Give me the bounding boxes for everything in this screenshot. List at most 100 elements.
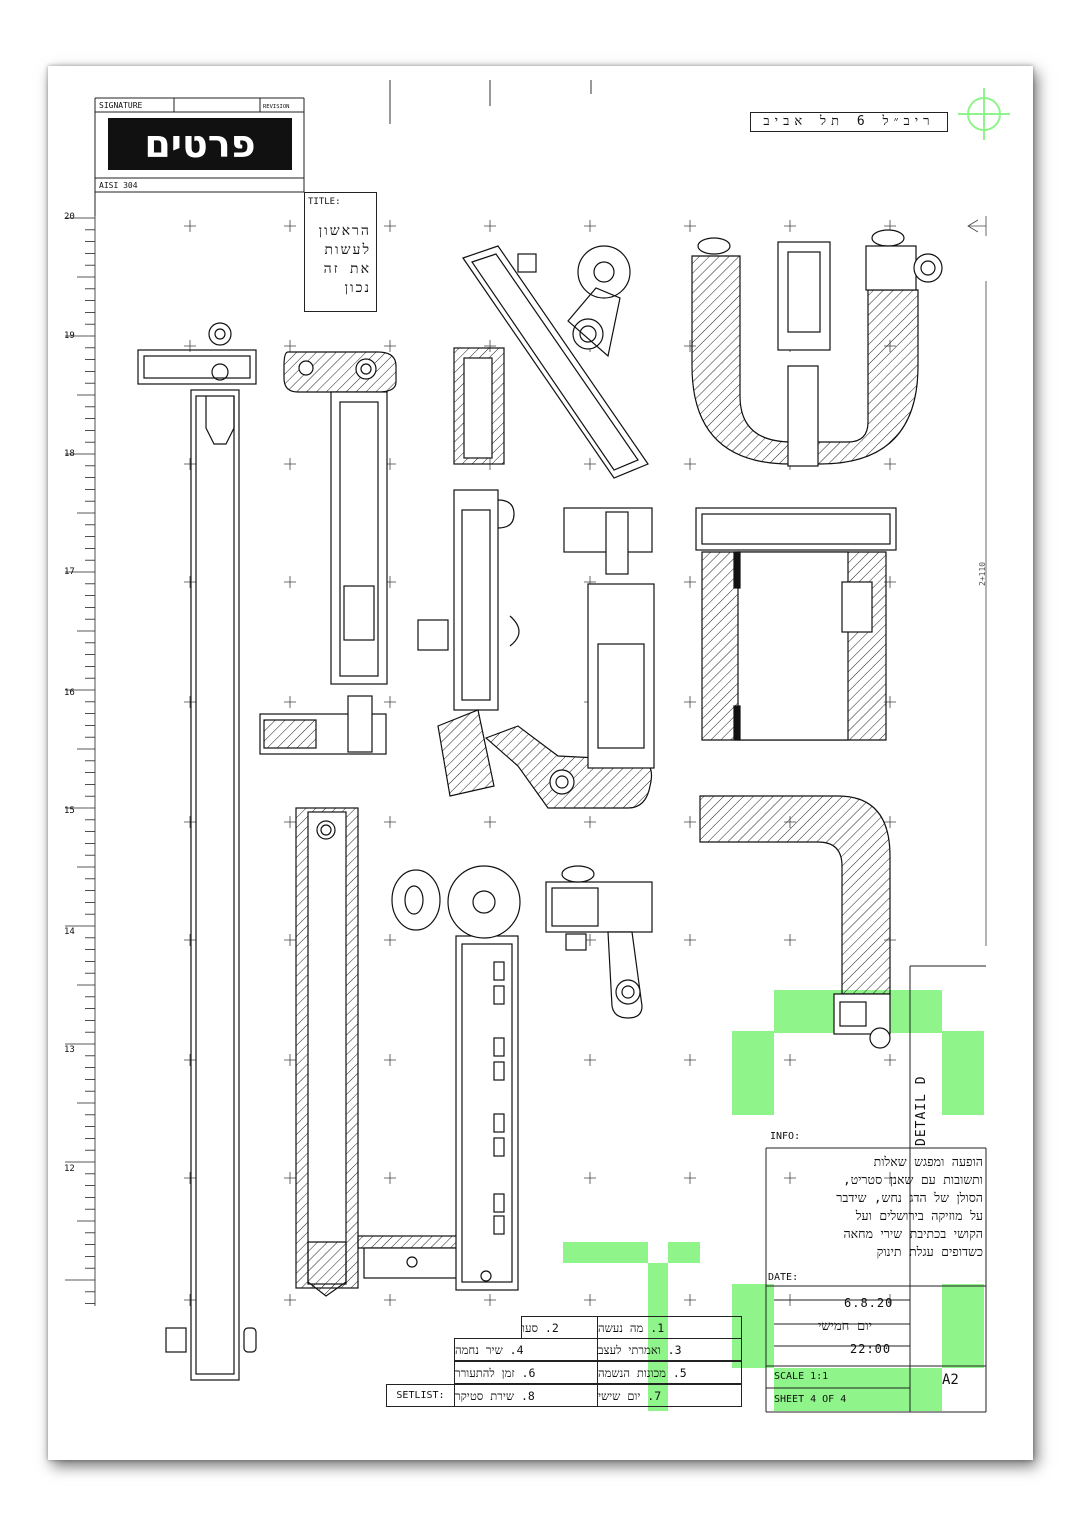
info-line-3: הסולן של הדג נחש, שידבר: [836, 1190, 983, 1205]
grid-cross: [384, 934, 396, 946]
grid-cross: [284, 220, 296, 232]
date-value: 6.8.20: [844, 1296, 894, 1310]
grid-cross: [284, 1294, 296, 1306]
grid-cross: [784, 1172, 796, 1184]
grid-cross: [884, 816, 896, 828]
grid-cross: [884, 1054, 896, 1066]
grid-cross: [684, 1054, 696, 1066]
grid-cross: [284, 816, 296, 828]
lever-arm-part: [417, 489, 655, 809]
grid-cross: [284, 576, 296, 588]
setlist-item: 6. זמן להתעורר: [454, 1361, 598, 1384]
setlist-item: 8. שירת סטיקר: [454, 1384, 598, 1407]
poster-sheet: SIGNATURE REVISION פרטים AISI 304 ריב״ל …: [48, 66, 1033, 1460]
measurement-ruler: [65, 216, 96, 1306]
grid-cross: [184, 458, 196, 470]
ruler-number: 19: [64, 331, 75, 341]
grid-cross: [384, 340, 396, 352]
title-line-4: נכון: [344, 280, 371, 296]
grid-cross: [184, 576, 196, 588]
title-line-2: לעשות: [324, 242, 371, 258]
paper-size: A2: [942, 1372, 959, 1388]
dimension-label: 2+110: [978, 561, 987, 586]
grid-cross: [484, 220, 496, 232]
grid-cross: [684, 934, 696, 946]
title-label: TITLE:: [308, 197, 341, 207]
grid-cross: [884, 1172, 896, 1184]
grid-cross: [784, 934, 796, 946]
grid-crosshairs: [184, 220, 896, 1306]
grid-cross: [584, 458, 596, 470]
grid-cross: [384, 1172, 396, 1184]
info-line-6: כשדופים עגלת תינוק: [876, 1244, 983, 1259]
setlist-item: 5. מכונות הנשמה: [597, 1361, 742, 1384]
grid-cross: [184, 1294, 196, 1306]
grid-cross: [684, 816, 696, 828]
scale-label: SCALE 1:1: [774, 1371, 829, 1382]
setlist-item: 2. סעו: [521, 1316, 598, 1339]
grid-cross: [184, 934, 196, 946]
grid-cross: [284, 934, 296, 946]
info-line-5: הקושי בכתיבת שירי מחאה: [843, 1226, 983, 1241]
cross-section-block: [695, 507, 897, 741]
grid-cross: [684, 1294, 696, 1306]
setlist-item: 4. שיר נחמה: [454, 1338, 598, 1361]
title-block: TITLE: הראשון לעשות את זה נכון: [304, 192, 377, 312]
title-line-1: הראשון: [318, 223, 371, 239]
signature-label: SIGNATURE: [99, 101, 143, 110]
ruler-number: 20: [64, 212, 75, 222]
grid-cross: [184, 816, 196, 828]
small-clamp-part: [545, 865, 653, 1019]
grid-cross: [184, 696, 196, 708]
l-bracket-part: [699, 795, 891, 1049]
u-bracket-part: [691, 229, 943, 467]
angled-clamp-part: [453, 245, 649, 479]
setlist-item: 3. ואמרתי לעצב: [597, 1338, 742, 1361]
grid-cross: [384, 1054, 396, 1066]
revision-label: REVISION: [263, 104, 290, 110]
grid-cross: [584, 220, 596, 232]
grid-cross: [184, 1054, 196, 1066]
address: ריב״ל 6 תל אביב: [750, 112, 948, 132]
material-label: AISI 304: [99, 181, 138, 190]
info-line-4: על מוזיקה בירושלים ועל: [855, 1208, 983, 1223]
ruler-number: 13: [64, 1045, 75, 1055]
grid-cross: [284, 1054, 296, 1066]
grid-cross: [684, 220, 696, 232]
grid-cross: [884, 458, 896, 470]
ruler-number: 12: [64, 1164, 75, 1174]
grid-cross: [684, 1172, 696, 1184]
target-crosshair-icon: [958, 88, 1010, 140]
long-rail-part: [137, 322, 257, 1381]
grid-cross: [184, 1172, 196, 1184]
setlist-label: SETLIST:: [386, 1384, 455, 1407]
ruler-number: 15: [64, 806, 75, 816]
grid-cross: [684, 696, 696, 708]
channel-part: [295, 807, 465, 1297]
info-line-1: הופעה ומפגש שאלות: [873, 1154, 983, 1169]
ruler-number: 16: [64, 688, 75, 698]
grid-cross: [484, 1294, 496, 1306]
time-value: 22:00: [850, 1342, 892, 1356]
grid-cross: [284, 458, 296, 470]
grid-cross: [284, 1172, 296, 1184]
grid-cross: [284, 696, 296, 708]
grid-cross: [384, 816, 396, 828]
info-label: INFO:: [770, 1131, 801, 1142]
sheet-label: SHEET 4 OF 4: [774, 1394, 847, 1405]
grid-cross: [784, 220, 796, 232]
date-label: DATE:: [768, 1272, 799, 1283]
ruler-number: 18: [64, 449, 75, 459]
grid-cross: [684, 458, 696, 470]
setlist-item: 7. יום שישי: [597, 1384, 742, 1407]
setlist-item: 1. מה נעשה: [597, 1316, 742, 1339]
roller-rail-part: [391, 865, 521, 1291]
grid-cross: [584, 816, 596, 828]
grid-cross: [684, 576, 696, 588]
grid-cross: [184, 220, 196, 232]
grid-cross: [284, 340, 296, 352]
title-line-3: את זה: [323, 261, 371, 277]
technical-drawing: [65, 80, 1010, 1413]
grid-cross: [784, 1054, 796, 1066]
ruler-number: 17: [64, 567, 75, 577]
